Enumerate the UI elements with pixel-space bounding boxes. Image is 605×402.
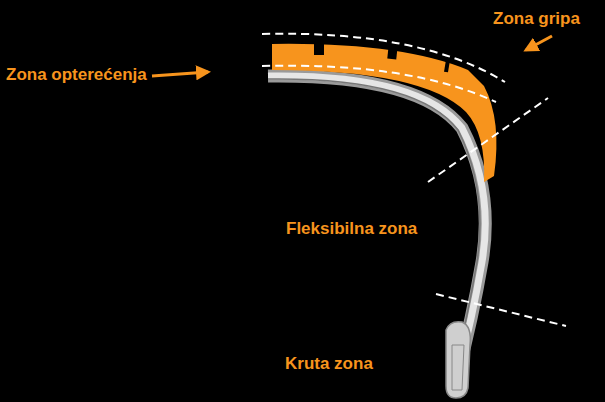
- zone-label: Kruta zona: [285, 355, 373, 374]
- leader-arrow: [526, 36, 552, 50]
- zone-label: Fleksibilna zona: [286, 220, 417, 239]
- zone-divider: [262, 34, 566, 326]
- zone-label: Zona opterećenja: [6, 66, 147, 85]
- tire-bead: [446, 322, 470, 398]
- tread-groove: [446, 60, 448, 72]
- tread-groove: [314, 42, 324, 55]
- bead-core: [452, 345, 464, 390]
- leader-arrow: [152, 72, 208, 76]
- tire-tread: [272, 44, 496, 182]
- zone-label: Zona gripa: [493, 10, 580, 29]
- tread-groove: [387, 46, 397, 60]
